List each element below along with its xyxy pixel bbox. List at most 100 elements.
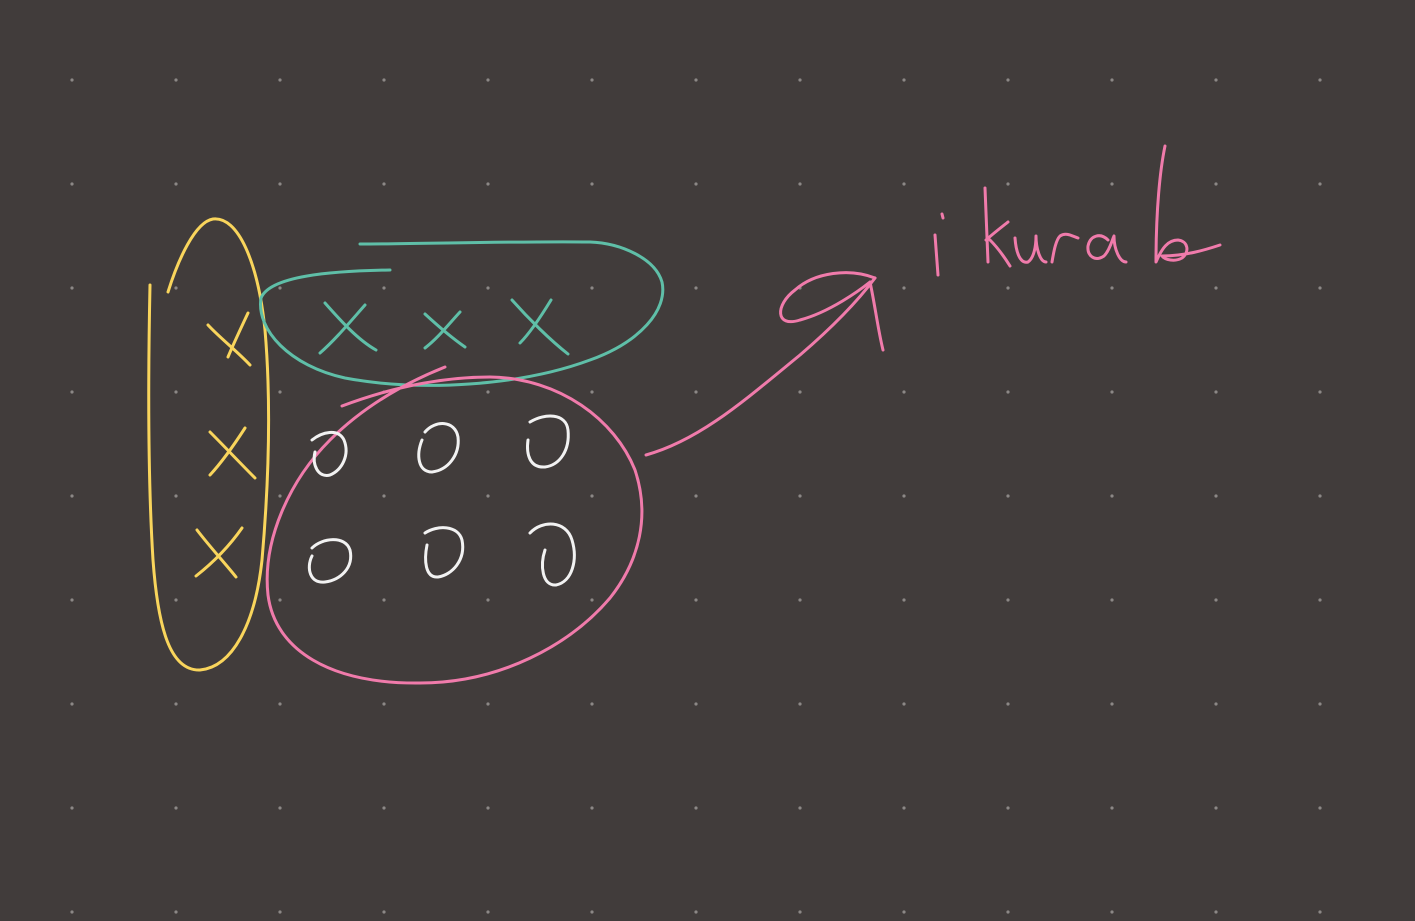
grid-dot — [70, 390, 74, 394]
grid-dot — [798, 702, 802, 706]
grid-dot — [278, 910, 282, 914]
grid-dot — [70, 910, 74, 914]
cell-zero-mark — [423, 526, 465, 579]
teal-x-mark — [510, 298, 570, 356]
grid-dot — [174, 806, 178, 810]
yellow-x-mark — [206, 311, 252, 367]
grid-dot — [382, 182, 386, 186]
grid-dot — [902, 702, 906, 706]
grid-dot — [798, 598, 802, 602]
grid-dot — [174, 702, 178, 706]
grid-dot — [590, 702, 594, 706]
grid-dot — [278, 702, 282, 706]
grid-dot — [382, 286, 386, 290]
grid-dot — [694, 598, 698, 602]
grid-dot — [798, 390, 802, 394]
grid-dot — [902, 182, 906, 186]
cell-zero-mark — [526, 414, 570, 469]
grid-dot — [590, 910, 594, 914]
grid-dot — [902, 910, 906, 914]
grid-dot — [174, 390, 178, 394]
yellow-x-mark — [194, 526, 244, 579]
cells-group: ikurab — [265, 144, 1222, 685]
grid-dot — [174, 78, 178, 82]
cell-zero-mark — [310, 431, 348, 477]
grid-dot — [486, 910, 490, 914]
grid-dot — [1214, 806, 1218, 810]
grid-dot — [694, 806, 698, 810]
grid-dot — [1110, 910, 1114, 914]
grid-dot — [590, 286, 594, 290]
grid-dot — [1214, 910, 1218, 914]
grid-dot — [1110, 702, 1114, 706]
grid-dot — [902, 390, 906, 394]
grid-dot — [1110, 286, 1114, 290]
grid-dot — [1318, 806, 1322, 810]
grid-dot — [590, 598, 594, 602]
grid-dot — [1214, 702, 1218, 706]
grid-dot — [694, 78, 698, 82]
grid-dot — [694, 494, 698, 498]
grid-dot — [382, 78, 386, 82]
grid-dot — [902, 598, 906, 602]
grid-dot — [1318, 598, 1322, 602]
grid-dot — [382, 806, 386, 810]
pink-arrow-line — [644, 276, 877, 457]
grid-dot — [1110, 390, 1114, 394]
grid-dot — [1214, 78, 1218, 82]
grid-dot — [1318, 390, 1322, 394]
teal-x-mark — [318, 301, 378, 355]
grid-dot — [278, 494, 282, 498]
grid-dot — [486, 78, 490, 82]
grid-dot — [1110, 182, 1114, 186]
pink-ellipse-outline — [265, 365, 644, 685]
grid-dot — [1006, 78, 1010, 82]
grid-dot — [1318, 78, 1322, 82]
grid-dot — [382, 910, 386, 914]
cell-zero-mark — [417, 422, 460, 474]
grid-dot — [1214, 286, 1218, 290]
grid-dot — [278, 286, 282, 290]
grid-dot — [1006, 286, 1010, 290]
grid-dot — [486, 598, 490, 602]
grid-dot — [798, 78, 802, 82]
grid-dot — [486, 494, 490, 498]
grid-dot — [174, 182, 178, 186]
grid-dot — [278, 806, 282, 810]
grid-dot — [1006, 702, 1010, 706]
grid-dot — [1318, 182, 1322, 186]
grid-dot — [1110, 598, 1114, 602]
grid-dot — [174, 494, 178, 498]
grid-dot — [1006, 494, 1010, 498]
grid-dot — [1318, 702, 1322, 706]
grid-dot — [382, 702, 386, 706]
grid-dot — [1214, 494, 1218, 498]
grid-dot — [382, 598, 386, 602]
handwritten-label-strokes — [933, 144, 1222, 277]
grid-dot — [70, 598, 74, 602]
grid-dot — [70, 806, 74, 810]
grid-dot — [1006, 910, 1010, 914]
grid-dot — [382, 494, 386, 498]
grid-dot — [174, 910, 178, 914]
grid-dot — [70, 286, 74, 290]
grid-dot — [694, 702, 698, 706]
teal-x-mark — [423, 310, 467, 350]
grid-dot — [1214, 598, 1218, 602]
grid-dot — [1214, 182, 1218, 186]
grid-dot — [486, 182, 490, 186]
cell-zero-mark — [528, 522, 576, 587]
grid-dot — [694, 390, 698, 394]
grid-dot — [1110, 494, 1114, 498]
grid-dot — [278, 78, 282, 82]
cell-zero-mark — [307, 538, 353, 584]
grid-dot — [694, 910, 698, 914]
grid-dot — [1006, 806, 1010, 810]
column-marks-group — [259, 240, 665, 387]
grid-dot — [590, 182, 594, 186]
grid-dot — [70, 494, 74, 498]
grid-dot — [902, 286, 906, 290]
grid-dot — [486, 702, 490, 706]
grid-dot — [486, 806, 490, 810]
